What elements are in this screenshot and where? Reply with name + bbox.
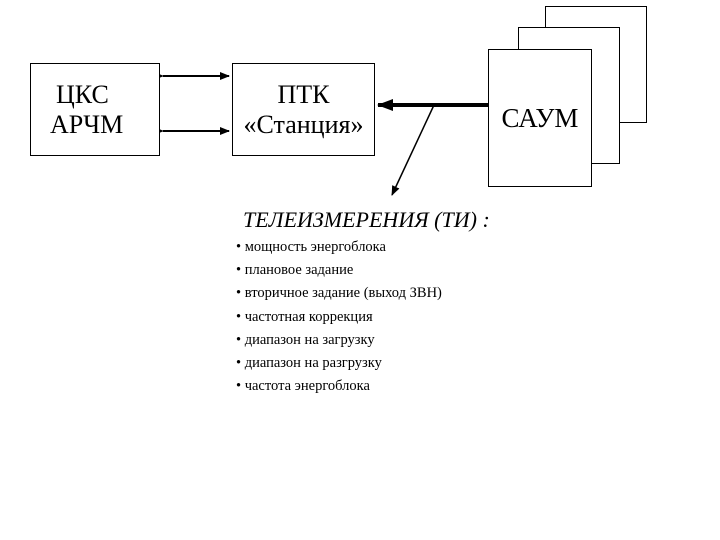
telemetry-item: мощность энергоблока xyxy=(236,236,442,259)
tks-archm-label: ЦКС АРЧМ xyxy=(30,63,160,156)
ptk-label-line1: ПТК xyxy=(277,79,330,109)
tks-label-line1: ЦКС xyxy=(56,79,109,109)
telemetry-heading: ТЕЛЕИЗМЕРЕНИЯ (ТИ) : xyxy=(243,207,490,232)
ptk-label-line2: «Станция» xyxy=(243,109,364,139)
telemetry-item: диапазон на загрузку xyxy=(236,329,442,352)
telemetry-item: частотная коррекция xyxy=(236,306,442,329)
ptk-station-box xyxy=(232,63,375,156)
telemetry-list: мощность энергоблока плановое задание вт… xyxy=(236,236,442,398)
telemetry-item: диапазон на разгрузку xyxy=(236,352,442,375)
tks-archm-box xyxy=(30,63,160,156)
ptk-station-label: ПТК «Станция» xyxy=(232,63,375,156)
telemetry-item: частота энергоблока xyxy=(236,375,442,398)
telemetry-branch-arrow xyxy=(391,104,435,196)
saum-label-text: САУМ xyxy=(501,103,579,133)
telemetry-item: вторичное задание (выход ЗВН) xyxy=(236,282,442,305)
tks-label-line2: АРЧМ xyxy=(50,109,124,139)
telemetry-item: плановое задание xyxy=(236,259,442,282)
saum-label: САУМ xyxy=(488,49,592,187)
saum-box xyxy=(488,49,592,187)
